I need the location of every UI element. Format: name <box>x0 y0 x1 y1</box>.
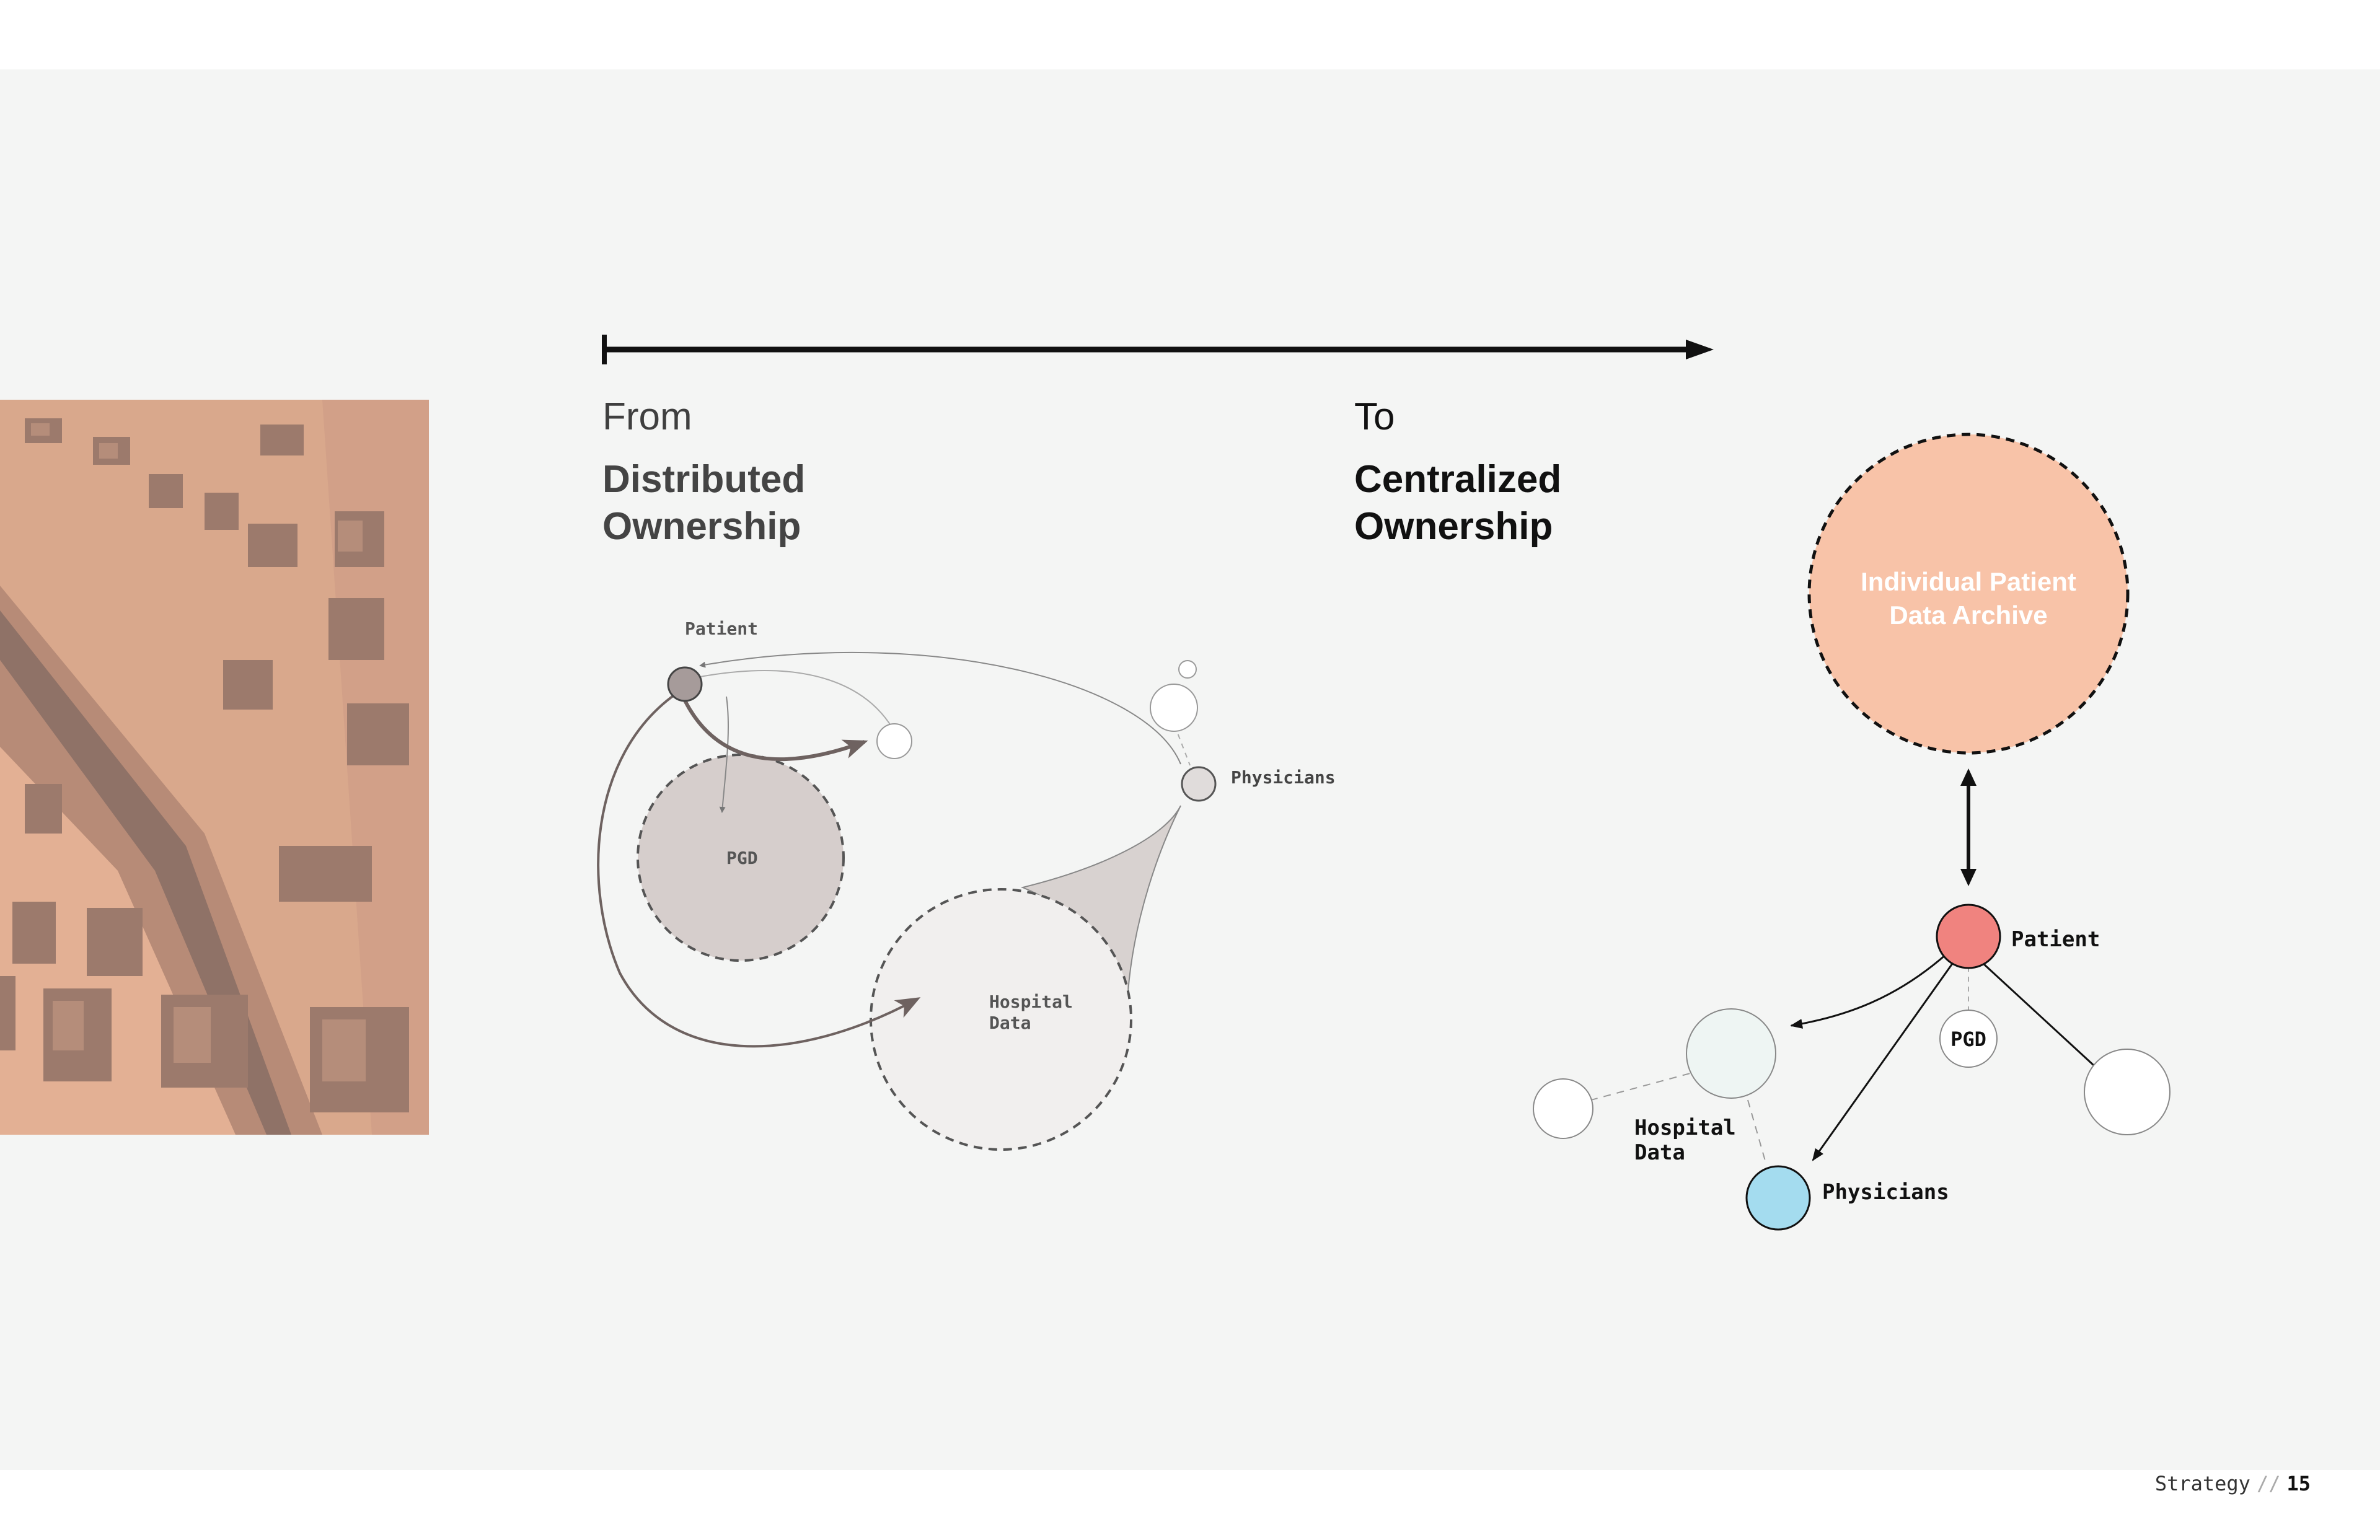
small-node <box>2084 1049 2171 1135</box>
left-pgd-label: PGD <box>726 848 758 868</box>
small-node <box>1533 1078 1593 1139</box>
from-title-line: Ownership <box>602 505 801 548</box>
right-patient-label: Patient <box>2011 927 2100 952</box>
to-title: Centralized Ownership <box>1354 456 1677 550</box>
patient-node <box>1936 904 2001 969</box>
hospital-data-bubble <box>870 888 1132 1151</box>
to-title-line: Centralized <box>1354 458 1562 501</box>
small-node <box>1150 684 1198 732</box>
right-hospital-label: Hospital Data <box>1634 1115 1736 1165</box>
archive-line: Data Archive <box>1889 601 2048 630</box>
archive-line: Individual Patient <box>1861 567 2076 596</box>
to-label: To <box>1354 395 1395 438</box>
right-hospital-line: Data <box>1634 1140 1685 1165</box>
from-label: From <box>602 395 692 438</box>
page-footer: Strategy //15 <box>2155 1472 2311 1495</box>
footer-separator: // <box>2256 1472 2281 1495</box>
patient-node <box>667 666 703 702</box>
footer-section: Strategy <box>2154 1472 2250 1495</box>
pgd-node <box>1939 1010 1998 1068</box>
left-hospital-label: Hospital Data <box>989 992 1073 1034</box>
pgd-bubble <box>637 754 845 962</box>
from-title: Distributed Ownership <box>602 456 925 550</box>
physicians-node <box>1181 766 1217 802</box>
hospital-data-node <box>1686 1008 1776 1099</box>
archive-label: Individual Patient Data Archive <box>1816 565 2121 632</box>
timeline-arrow <box>602 335 1714 364</box>
small-node <box>876 723 912 759</box>
centralized-diagram <box>1533 433 2171 1231</box>
left-hospital-line: Data <box>989 1013 1031 1033</box>
left-patient-label: Patient <box>685 618 759 639</box>
distributed-diagram <box>597 651 1217 1151</box>
small-node <box>1178 660 1197 679</box>
building-photo <box>0 400 429 1135</box>
left-physicians-label: Physicians <box>1231 767 1336 788</box>
left-hospital-line: Hospital <box>989 992 1073 1012</box>
right-pgd-label: PGD <box>1950 1027 1986 1051</box>
to-title-line: Ownership <box>1354 505 1553 548</box>
physicians-node <box>1745 1165 1811 1231</box>
from-title-line: Distributed <box>602 458 806 501</box>
archive-bubble <box>1807 433 2130 755</box>
right-hospital-line: Hospital <box>1634 1115 1736 1140</box>
page-number: 15 <box>2286 1472 2311 1495</box>
right-physicians-label: Physicians <box>1822 1180 1949 1205</box>
